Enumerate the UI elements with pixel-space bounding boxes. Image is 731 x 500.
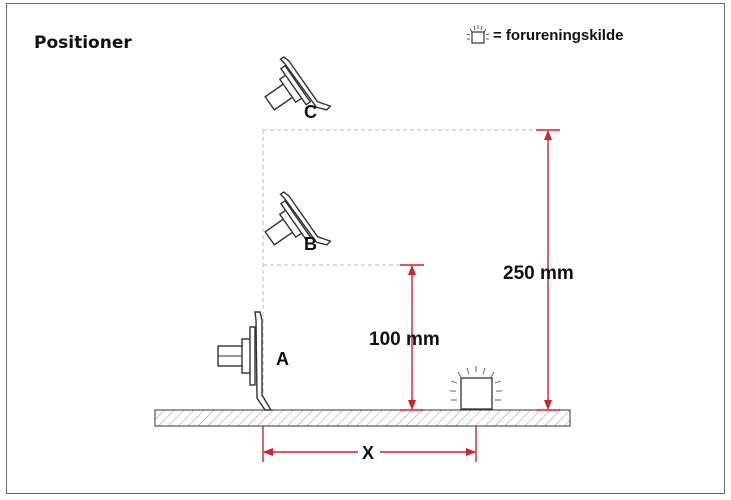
contamination-source-icon xyxy=(466,23,490,47)
page-title: Positioner xyxy=(34,33,132,53)
label-position-a: A xyxy=(276,349,289,369)
dimension-label-x: X xyxy=(362,443,374,463)
legend-label: = forureningskilde xyxy=(493,26,624,44)
dimension-label-100mm: 100 mm xyxy=(369,329,440,350)
probe-c xyxy=(264,56,332,111)
probe-a xyxy=(217,311,273,411)
dimension-x xyxy=(262,426,477,462)
surface-plate xyxy=(154,409,571,427)
label-position-b: B xyxy=(304,234,317,254)
guide-lines xyxy=(262,129,548,410)
legend: = forureningskilde xyxy=(466,23,623,47)
dimension-100mm xyxy=(400,264,424,411)
dimension-250mm xyxy=(536,129,560,411)
probe-b xyxy=(264,191,332,246)
contamination-source xyxy=(450,366,502,410)
label-position-c: C xyxy=(304,102,317,122)
dimension-label-250mm: 250 mm xyxy=(503,263,574,284)
